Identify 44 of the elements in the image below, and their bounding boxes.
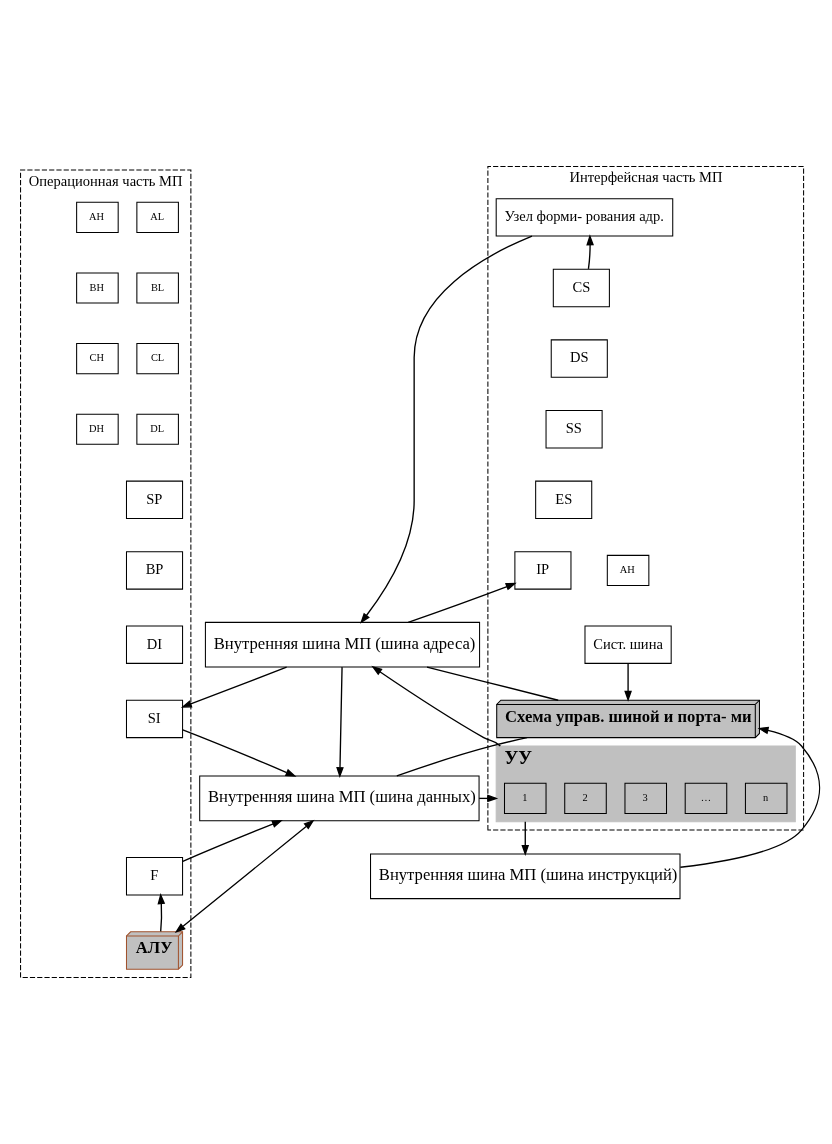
node-box: 2 — [564, 782, 607, 814]
node-box: Внутренняя шина МП (шина адреса) — [204, 621, 481, 668]
node-box: AH — [606, 554, 650, 586]
node-box: BH — [76, 272, 119, 304]
node-box: Узел форми- рования адр. — [495, 198, 674, 237]
node-box: AH — [76, 201, 119, 233]
arrow — [182, 820, 283, 863]
node-box: IP — [514, 551, 572, 590]
node-box: 3 — [624, 782, 668, 814]
node-box: 1 — [504, 782, 547, 814]
arrow — [624, 662, 632, 702]
connector — [396, 737, 528, 777]
arrow — [174, 819, 315, 934]
node-box: DS — [550, 339, 608, 378]
arrow — [679, 726, 821, 868]
arrow — [521, 821, 530, 856]
arrow — [157, 893, 166, 933]
node-box: DH — [76, 413, 119, 445]
node-box: DL — [136, 413, 179, 445]
arrow — [371, 665, 502, 747]
node-box: Внутренняя шина МП (шина данных) — [199, 775, 480, 822]
arrow — [586, 234, 594, 270]
node-box: SP — [125, 480, 184, 520]
node-box: F — [125, 857, 184, 896]
node-box: BP — [125, 551, 184, 590]
node-box: CS — [552, 268, 610, 308]
node-box: n — [744, 782, 788, 814]
arrow — [407, 582, 517, 623]
arrow — [336, 666, 344, 779]
node-box: CH — [76, 343, 119, 375]
arrow — [180, 666, 288, 708]
node-box: CL — [136, 343, 179, 375]
node-box: DI — [125, 625, 184, 664]
connector — [426, 666, 559, 701]
node-box: SI — [125, 699, 184, 739]
node-box: … — [684, 782, 728, 814]
node-box: BL — [136, 272, 179, 304]
node-box: ES — [535, 480, 593, 520]
node-box: Внутренняя шина МП (шина инструкций) — [370, 853, 681, 900]
node-box: Сист. шина — [584, 625, 672, 664]
arrow — [182, 729, 297, 777]
arrow — [360, 235, 533, 624]
node-box: AL — [136, 201, 179, 233]
node-box: SS — [545, 410, 603, 449]
